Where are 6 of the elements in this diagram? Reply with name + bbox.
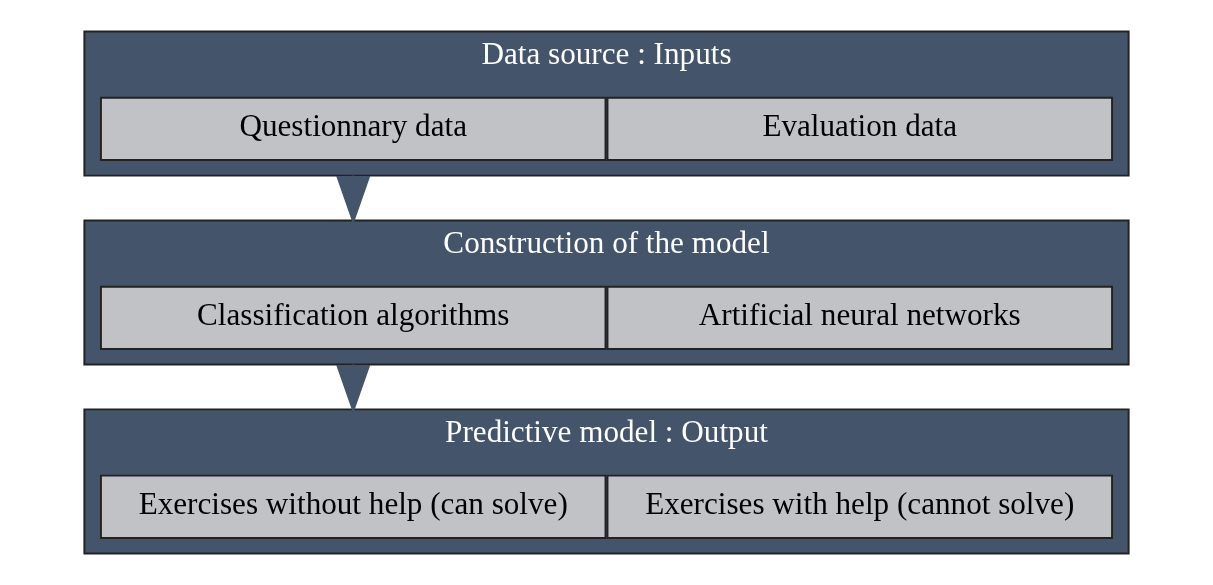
node-box: Exercises with help (cannot solve) [606, 474, 1114, 539]
node-box: Artificial neural networks [606, 285, 1114, 350]
node-box: Classification algorithms [99, 285, 607, 350]
node-box: Questionnary data [99, 96, 607, 161]
node-box: Exercises without help (can solve) [99, 474, 607, 539]
node-box: Evaluation data [606, 96, 1114, 161]
